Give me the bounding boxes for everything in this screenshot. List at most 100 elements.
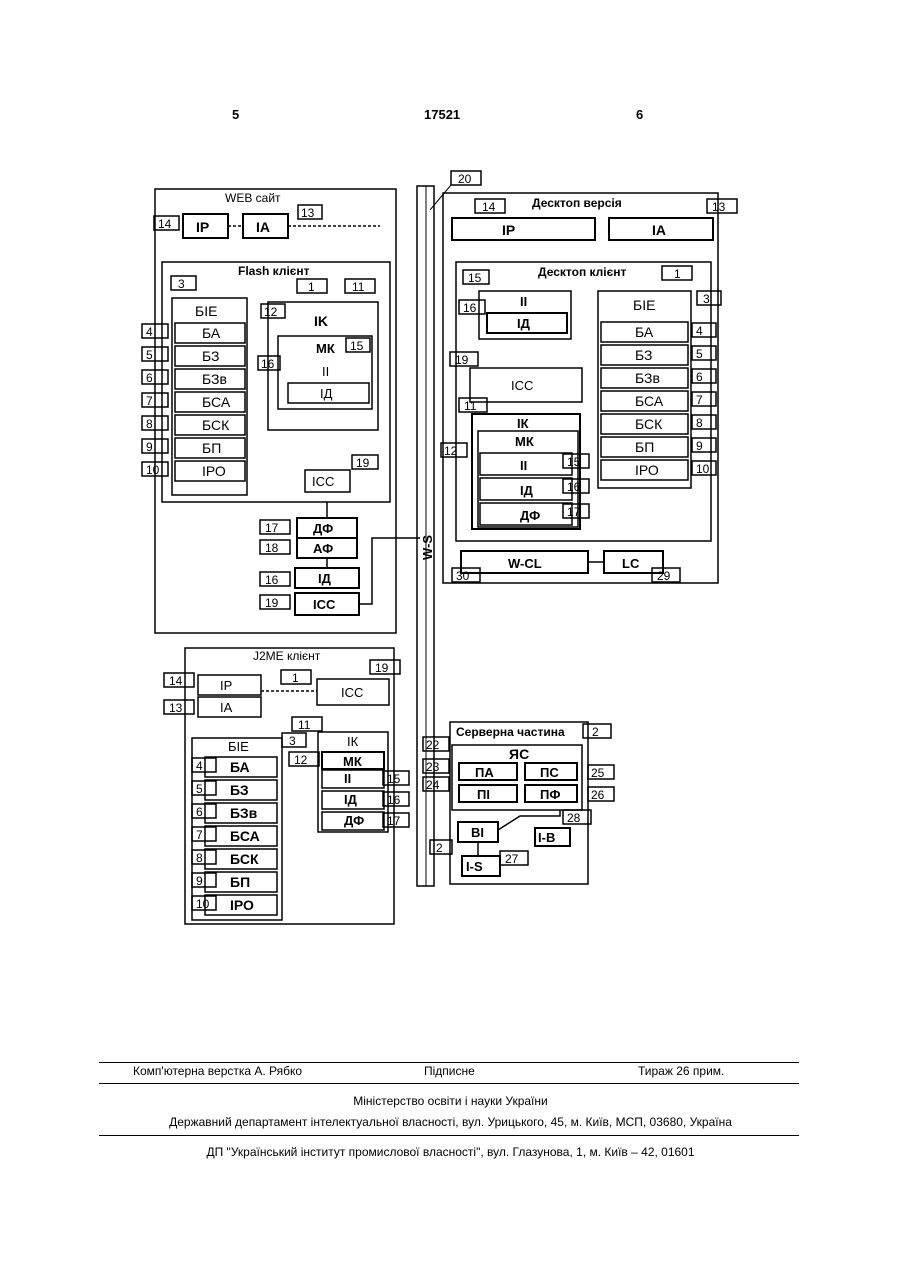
desktop-ik-block-label: ІД bbox=[520, 483, 534, 498]
j2me-ik-block-box bbox=[322, 770, 384, 788]
web-ia-label: IA bbox=[256, 219, 270, 235]
flash-bie-ref: 3 bbox=[178, 277, 185, 291]
j2me-ik-list: ІІ15ІД16ДФ17 bbox=[322, 770, 409, 830]
desktop-bie-block-ref: 10 bbox=[696, 462, 710, 476]
flash-ii-label: ІІ bbox=[322, 364, 329, 379]
w-cl-label: W-CL bbox=[508, 556, 542, 571]
j2me-ik-block-label: ІІ bbox=[344, 771, 351, 786]
j2me-bie-block-label: БЗв bbox=[230, 805, 258, 821]
flash-ref-16: 16 bbox=[261, 357, 275, 371]
flash-bie-block-ref: 10 bbox=[146, 463, 160, 477]
footer-rule-top bbox=[99, 1062, 799, 1063]
j2me-bie-block-label: БП bbox=[230, 874, 250, 890]
df-ref: 17 bbox=[265, 521, 279, 535]
desktop-ik-block-ref: 16 bbox=[567, 480, 581, 494]
iv-label: І-В bbox=[538, 830, 555, 845]
desktop-bie-block-ref: 4 bbox=[696, 324, 703, 338]
desktop-bie-block-label: БП bbox=[635, 439, 654, 455]
j2me-ik-block-label: ДФ bbox=[344, 813, 364, 828]
web-site-title: WEB сайт bbox=[225, 191, 281, 205]
af-label: АФ bbox=[313, 541, 333, 556]
flash-client-title: Flash клієнт bbox=[238, 264, 310, 278]
j2me-bie-block-ref: 4 bbox=[196, 759, 203, 773]
pa-label: ПА bbox=[475, 765, 494, 780]
desktop-client-title: Десктоп клієнт bbox=[538, 265, 627, 279]
pf-label: ПФ bbox=[540, 787, 560, 802]
j2me-bie-block-label: ІРО bbox=[230, 897, 254, 913]
ps-label: ПС bbox=[540, 765, 559, 780]
j2me-ik-ref-12: 12 bbox=[294, 753, 308, 767]
desktop-ref-16: 16 bbox=[463, 301, 477, 315]
df-label: ДФ bbox=[313, 521, 333, 536]
web-id-label: ІД bbox=[318, 571, 332, 586]
j2me-ik-block-label: ІД bbox=[344, 792, 358, 807]
flash-bie-block-ref: 4 bbox=[146, 325, 153, 339]
j2me-mk-label: МК bbox=[343, 754, 362, 769]
desktop-bie-block bbox=[598, 291, 691, 488]
desktop-bie-title: БІЕ bbox=[633, 297, 655, 313]
desktop-bie-block-label: БСК bbox=[635, 416, 663, 432]
desktop-ik-block-ref: 17 bbox=[567, 505, 581, 519]
footer-layout: Комп'ютерна верстка А. Рябко bbox=[133, 1064, 302, 1078]
web-icc-ref: 19 bbox=[265, 596, 279, 610]
j2me-bie-block-ref: 5 bbox=[196, 782, 203, 796]
desktop-ik-label: ІК bbox=[517, 416, 529, 431]
flash-ik-ref-12: 12 bbox=[264, 305, 278, 319]
is-ref: 27 bbox=[505, 852, 519, 866]
j2me-icc-label: ІСС bbox=[341, 685, 363, 700]
web-ir-label: IP bbox=[196, 219, 209, 235]
j2me-block: J2ME клієнт 1 IP 14 IA 13 ІСС 19 11 ІК 1… bbox=[164, 648, 409, 924]
web-ia-ref: 13 bbox=[301, 206, 315, 220]
web-ir-ref: 14 bbox=[158, 217, 172, 231]
j2me-ia-ref: 13 bbox=[169, 701, 183, 715]
desktop-ik-list: ІІ15ІД16ДФ17 bbox=[480, 453, 589, 525]
desktop-mk-label: МК bbox=[515, 434, 534, 449]
desktop-bie-block-label: БЗ bbox=[635, 347, 653, 363]
server-title: Серверна частина bbox=[456, 725, 565, 739]
desktop-bie-block-ref: 5 bbox=[696, 347, 703, 361]
flash-bie-block-ref: 6 bbox=[146, 371, 153, 385]
flash-bie-block-label: БСК bbox=[202, 417, 230, 433]
desktop-ir-box bbox=[452, 218, 595, 240]
flash-bie-block-ref: 8 bbox=[146, 417, 153, 431]
flash-ik-title: IK bbox=[314, 313, 328, 329]
server-ref-22: 22 bbox=[426, 738, 440, 752]
j2me-bie-block-ref: 8 bbox=[196, 851, 203, 865]
j2me-bie-block-ref: 9 bbox=[196, 874, 203, 888]
flash-icc-label: ІСС bbox=[312, 474, 334, 489]
footer-circulation: Тираж 26 прим. bbox=[638, 1064, 724, 1078]
desktop-bie-block-ref: 7 bbox=[696, 393, 703, 407]
iv-ref: 28 bbox=[567, 811, 581, 825]
server-block: Серверна частина 2 ЯС 22 ПА 23 ПС 25 ПІ … bbox=[423, 722, 614, 884]
web-icc-label: ІСС bbox=[313, 597, 336, 612]
is-label: І-S bbox=[466, 859, 483, 874]
flash-mk-label: МК bbox=[316, 341, 335, 356]
j2me-ia-label: IA bbox=[220, 700, 233, 715]
web-id-ref: 16 bbox=[265, 573, 279, 587]
flash-bie-block-label: БЗв bbox=[202, 371, 227, 387]
flash-ik-ref: 11 bbox=[352, 280, 365, 294]
j2me-bie-title: БІЕ bbox=[228, 739, 249, 754]
footer-signed: Підписне bbox=[424, 1064, 475, 1078]
af-ref: 18 bbox=[265, 541, 279, 555]
desktop-bie-block-ref: 8 bbox=[696, 416, 703, 430]
j2me-ik-block-ref: 16 bbox=[387, 793, 401, 807]
footer-institute: ДП "Український інститут промислової вла… bbox=[0, 1145, 901, 1159]
j2me-bie-block-label: БСК bbox=[230, 851, 259, 867]
ps-ref: 25 bbox=[591, 766, 605, 780]
j2me-ir-label: IP bbox=[220, 678, 232, 693]
j2me-bie-ref: 3 bbox=[289, 734, 296, 748]
flash-bie-block-label: БЗ bbox=[202, 348, 220, 364]
flash-icc-ref: 19 bbox=[356, 456, 370, 470]
j2me-ik-block-ref: 17 bbox=[387, 814, 401, 828]
j2me-bie-list: БА4БЗ5БЗв6БСА7БСК8БП9ІРО10 bbox=[192, 757, 277, 915]
desktop-bie-block-label: БЗв bbox=[635, 370, 660, 386]
j2me-ik-outer-ref: 11 bbox=[298, 718, 311, 732]
flash-bie-list: БА4БЗ5БЗв6БСА7БСК8БП9ІРО10 bbox=[142, 323, 245, 481]
footer-rule-middle bbox=[99, 1083, 799, 1084]
w-cl-ref: 30 bbox=[456, 569, 470, 583]
j2me-bie-block-ref: 6 bbox=[196, 805, 203, 819]
lc-label: LC bbox=[622, 556, 640, 571]
web-site-block: WEB сайт IP 14 IA 13 Flash клієнт 1 11 3… bbox=[142, 189, 420, 633]
flash-bie-block-ref: 9 bbox=[146, 440, 153, 454]
